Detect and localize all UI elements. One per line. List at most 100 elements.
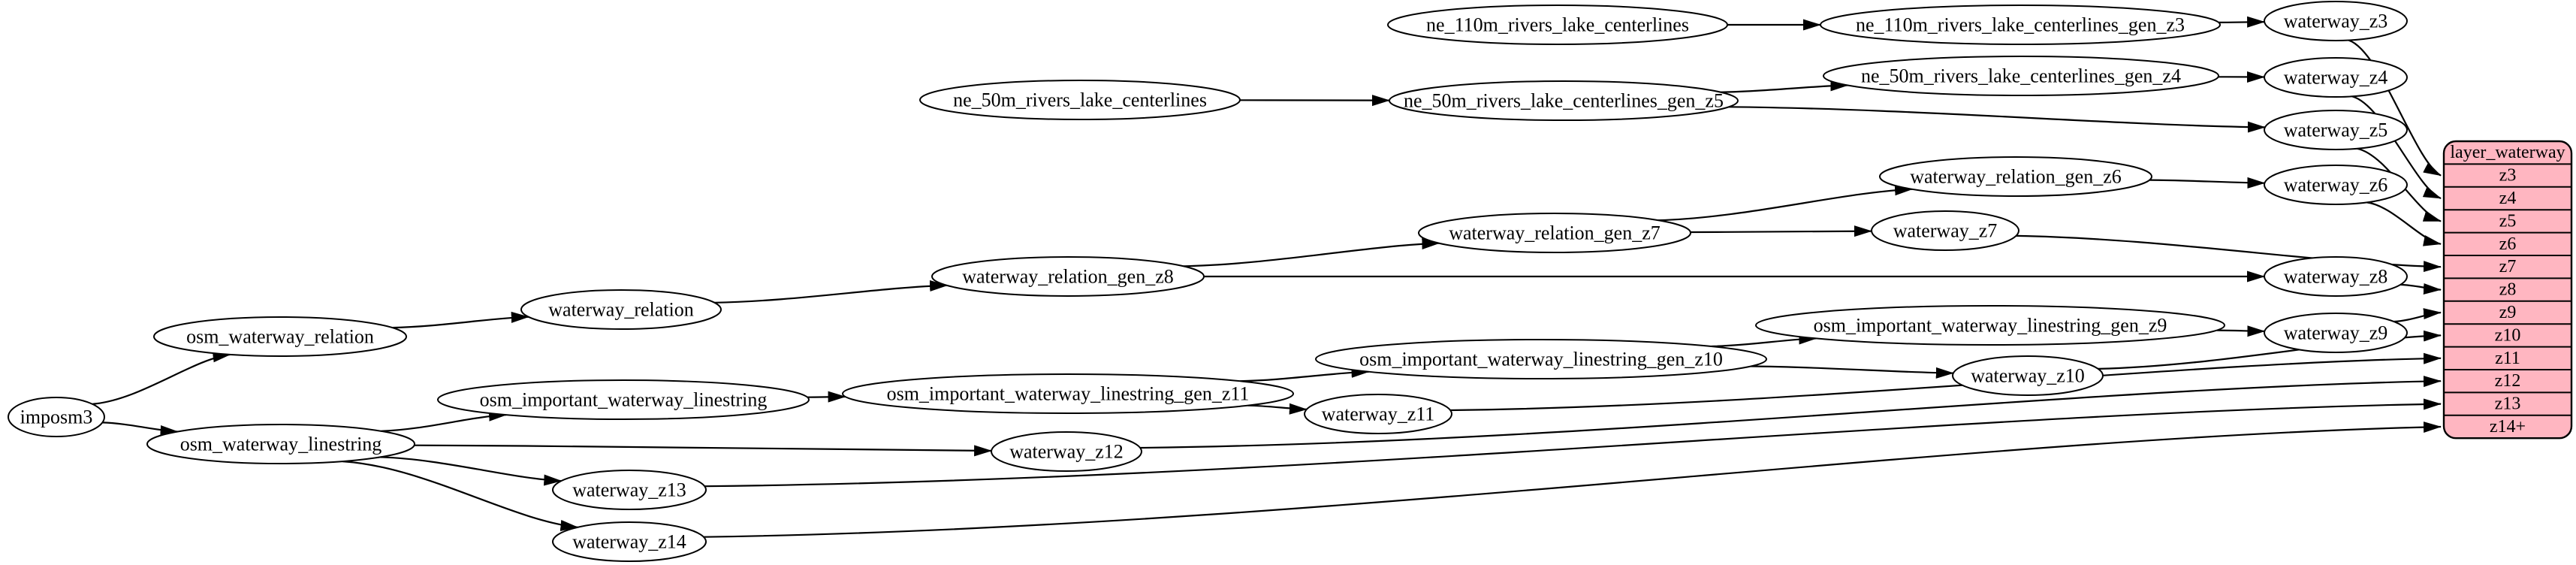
osm_important_waterway_linestring_gen_z10-shape [1315,339,1767,379]
waterway_z8-shape [2264,256,2408,297]
ne_50m_rivers_lake_centerlines_gen_z4-label: ne_50m_rivers_lake_centerlines_gen_z4 [1861,65,2181,87]
node-osm_waterway_relation: osm_waterway_relation [153,316,407,357]
waterway_relation_gen_z6-label: waterway_relation_gen_z6 [1910,166,2122,188]
edge-waterway_relation_gen_z6-to-waterway_z6 [2149,177,2266,189]
node-waterway_z13: waterway_z13 [552,470,707,510]
node-waterway_z8: waterway_z8 [2264,256,2408,297]
ne_110m_rivers_lake_centerlines-label: ne_110m_rivers_lake_centerlines [1426,14,1689,36]
waterway_z9-label: waterway_z9 [2284,322,2388,344]
waterway_z10-shape [1952,355,2104,396]
layer-waterway-row-z9: z9 [2499,303,2517,322]
edge-waterway_z8-to-layer-waterway-z8 [2400,283,2442,295]
ne_110m_rivers_lake_centerlines_gen_z3-shape [1820,5,2221,45]
node-ne_50m_rivers_lake_centerlines: ne_50m_rivers_lake_centerlines [919,80,1241,120]
layer-waterway-table-shape [2442,140,2573,440]
layer-waterway-row-z10: z10 [2495,325,2521,345]
edge-imposm3-to-osm_waterway_linestring [102,421,179,437]
waterway_z14-label: waterway_z14 [572,531,686,553]
layer-waterway-row-z6: z6 [2499,234,2517,254]
osm_important_waterway_linestring-label: osm_important_waterway_linestring [480,389,768,411]
ne_50m_rivers_lake_centerlines_gen_z5-shape [1389,80,1739,121]
ne_50m_rivers_lake_centerlines-label: ne_50m_rivers_lake_centerlines [953,89,1207,111]
edge-waterway_z6-to-layer-waterway-z6 [2366,201,2442,246]
layer-waterway-row-z11: z11 [2495,349,2520,368]
edge-osm_important_waterway_linestring_gen_z10-to-waterway_z10 [1751,365,1954,379]
node-waterway_z11: waterway_z11 [1304,394,1452,434]
edge-ne_110m_rivers_lake_centerlines_gen_z3-to-waterway_z3 [2218,16,2266,28]
osm_important_waterway_linestring_gen_z10-label: osm_important_waterway_linestring_gen_z1… [1359,349,1723,370]
waterway_z8-label: waterway_z8 [2284,266,2388,288]
waterway_relation-label: waterway_relation [548,299,693,321]
waterway_z14-shape [552,521,707,562]
ne_50m_rivers_lake_centerlines_gen_z5-label: ne_50m_rivers_lake_centerlines_gen_z5 [1404,90,1724,112]
osm_waterway_relation-shape [153,316,407,357]
table-layer: layer_waterwayz3z4z5z6z7z8z9z10z11z12z13… [2442,140,2573,440]
node-waterway_z10: waterway_z10 [1952,355,2104,396]
osm_important_waterway_linestring_gen_z11-shape [842,373,1294,414]
layer-waterway-row-z4: z4 [2499,189,2517,208]
node-osm_waterway_linestring: osm_waterway_linestring [146,424,415,464]
node-ne_110m_rivers_lake_centerlines: ne_110m_rivers_lake_centerlines [1387,5,1728,45]
layer-waterway-row-z7: z7 [2499,257,2517,276]
layer-waterway-row-z3: z3 [2499,166,2517,186]
node-ne_110m_rivers_lake_centerlines_gen_z3: ne_110m_rivers_lake_centerlines_gen_z3 [1820,5,2221,45]
edge-waterway_relation_gen_z8-to-waterway_relation_gen_z7 [1183,237,1440,267]
ne_110m_rivers_lake_centerlines-shape [1387,5,1728,45]
waterway_z5-shape [2264,110,2408,150]
osm_waterway_linestring-shape [146,424,415,464]
waterway_z3-shape [2264,1,2408,41]
node-osm_important_waterway_linestring: osm_important_waterway_linestring [437,379,810,420]
waterway_z11-label: waterway_z11 [1322,403,1435,425]
edge-osm_waterway_linestring-to-waterway_z12 [414,444,993,457]
waterway_z4-shape [2264,57,2408,98]
waterway_z6-label: waterway_z6 [2284,174,2388,196]
edge-osm_waterway_linestring-to-waterway_z14 [342,461,579,531]
edge-waterway_relation-to-waterway_relation_gen_z8 [714,280,949,304]
node-imposm3: imposm3 [8,397,105,437]
edge-ne_50m_rivers_lake_centerlines_gen_z5-to-ne_50m_rivers_lake_centerlines_gen_z4 [1720,80,1849,93]
node-waterway_z4: waterway_z4 [2264,57,2408,98]
node-waterway_z14: waterway_z14 [552,521,707,562]
osm_important_waterway_linestring_gen_z9-label: osm_important_waterway_linestring_gen_z9 [1814,315,2167,337]
layer-waterway-table-title: layer_waterway [2450,143,2565,162]
node-waterway_z5: waterway_z5 [2264,110,2408,150]
node-waterway_z6: waterway_z6 [2264,165,2408,205]
edge-ne_50m_rivers_lake_centerlines_gen_z5-to-waterway_z5 [1728,106,2266,133]
edge-waterway_z3-to-layer-waterway-z3 [2348,39,2442,177]
layer-waterway-row-z5: z5 [2499,211,2517,231]
waterway_z4-label: waterway_z4 [2284,67,2388,89]
node-waterway_z12: waterway_z12 [991,431,1142,472]
layer-waterway-row-z14+: z14+ [2490,417,2526,437]
osm_waterway_relation-label: osm_waterway_relation [186,326,374,348]
ne_50m_rivers_lake_centerlines_gen_z4-shape [1823,56,2219,96]
layer-waterway-row-z12: z12 [2495,371,2521,391]
edge-waterway_z9-to-layer-waterway-z9 [2394,308,2442,323]
node-waterway_z7: waterway_z7 [1871,210,2019,251]
osm_important_waterway_linestring_gen_z11-label: osm_important_waterway_linestring_gen_z1… [887,383,1250,405]
layer-waterway-table: layer_waterwayz3z4z5z6z7z8z9z10z11z12z13… [2442,140,2573,440]
edge-osm_waterway_relation-to-waterway_relation [392,311,529,329]
imposm3-label: imposm3 [20,406,93,428]
edge-waterway_relation_gen_z7-to-waterway_z7 [1690,225,1872,237]
osm_waterway_linestring-label: osm_waterway_linestring [180,434,382,455]
imposm3-shape [8,397,105,437]
edge-osm_important_waterway_linestring_gen_z11-to-osm_important_waterway_linestring_gen_z10 [1240,366,1370,382]
node-ne_50m_rivers_lake_centerlines_gen_z5: ne_50m_rivers_lake_centerlines_gen_z5 [1389,80,1739,121]
layer-waterway-row-z13: z13 [2495,394,2521,414]
edge-osm_waterway_linestring-to-osm_important_waterway_linestring [381,409,508,432]
waterway_relation_gen_z7-shape [1418,213,1691,253]
waterway_relation_gen_z8-label: waterway_relation_gen_z8 [962,266,1174,288]
node-waterway_relation_gen_z7: waterway_relation_gen_z7 [1418,213,1691,253]
edge-waterway_z12-to-layer-waterway-z12 [1140,376,2442,449]
waterway_z11-shape [1304,394,1452,434]
node-osm_important_waterway_linestring_gen_z10: osm_important_waterway_linestring_gen_z1… [1315,339,1767,379]
node-ne_50m_rivers_lake_centerlines_gen_z4: ne_50m_rivers_lake_centerlines_gen_z4 [1823,56,2219,96]
edge-waterway_z13-to-layer-waterway-z13 [704,398,2442,488]
waterway_relation_gen_z7-label: waterway_relation_gen_z7 [1449,222,1661,244]
waterway_z13-label: waterway_z13 [572,479,686,501]
waterway_z5-label: waterway_z5 [2284,119,2388,141]
ne_110m_rivers_lake_centerlines_gen_z3-label: ne_110m_rivers_lake_centerlines_gen_z3 [1856,14,2185,36]
edges-layer [92,16,2442,538]
